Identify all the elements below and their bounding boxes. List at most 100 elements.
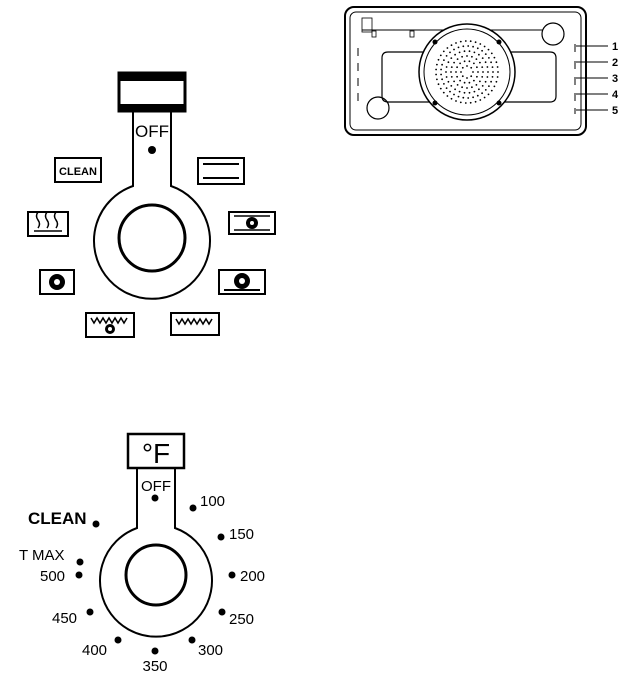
fan-hole	[481, 92, 483, 95]
fan-hole	[490, 52, 493, 55]
fan-hole	[450, 76, 453, 78]
fan-hole	[458, 90, 461, 93]
fan-hole	[491, 76, 494, 78]
function-off-dot	[148, 146, 156, 154]
fan-hole	[468, 81, 471, 84]
fan-hole	[443, 83, 445, 85]
fan-hole	[458, 51, 461, 54]
shelf-rails	[357, 44, 576, 114]
fan-hole	[464, 40, 467, 42]
fan-hole	[478, 88, 480, 91]
fan-hole	[459, 101, 462, 104]
oven-cavity-diagram: 1 2 3 4 5	[344, 6, 619, 136]
shelf-level-5: 5	[576, 105, 618, 117]
temperature-300: 300	[188, 636, 223, 659]
fan-hole	[481, 85, 484, 87]
fan-hole	[437, 83, 440, 86]
temperature-400-label: 400	[82, 642, 107, 659]
fan-hole	[469, 40, 472, 43]
fan-hole	[476, 47, 479, 50]
temperature-dial-outline	[99, 468, 213, 638]
fan-hole	[461, 86, 463, 89]
temperature-250: 250	[218, 608, 254, 628]
shelf-level-4-label: 4	[612, 89, 619, 101]
fan-hole	[471, 55, 473, 58]
fan-hole	[479, 43, 482, 45]
fan-hole	[483, 45, 486, 48]
fan-hole	[436, 63, 438, 66]
convection-element	[381, 51, 557, 103]
fan-hole	[461, 55, 463, 58]
function-off-label: OFF	[135, 122, 169, 141]
shelf-level-1-label: 1	[612, 41, 618, 53]
fan-hole	[493, 85, 496, 88]
fan-hole	[484, 53, 487, 55]
fan-hole	[461, 75, 464, 78]
fan-hole	[475, 58, 478, 60]
fan-hole	[450, 97, 453, 100]
fan-hole	[492, 71, 494, 73]
convection-roast-icon	[218, 269, 266, 295]
temperature-tmax-dot	[76, 558, 84, 566]
temperature-tmax-label: T MAX	[19, 547, 65, 564]
fan-perforation	[435, 40, 499, 104]
fan-hole	[470, 66, 473, 69]
fan-hole	[491, 66, 494, 68]
temperature-200-label: 200	[240, 568, 265, 585]
temperature-150-label: 150	[229, 526, 254, 543]
fan-hole	[487, 48, 490, 51]
fan-hole	[472, 45, 474, 48]
fan-hole	[445, 66, 448, 68]
fan-hole	[435, 68, 437, 71]
fan-hole	[476, 66, 478, 69]
fan-hole	[453, 93, 455, 96]
shelf-level-1: 1	[576, 41, 618, 53]
fan-hole	[441, 63, 443, 66]
fan-hole	[464, 102, 467, 104]
fan-hole	[483, 96, 486, 99]
clean-icon: CLEAN	[54, 157, 102, 183]
fan-hole	[463, 50, 466, 53]
fan-hole	[453, 61, 455, 64]
temperature-100: 100	[189, 493, 225, 512]
temperature-400: 400	[82, 636, 122, 659]
temperature-clean-label: CLEAN	[28, 509, 87, 528]
fan-hole	[450, 57, 453, 59]
fan-hole	[453, 80, 455, 83]
fan-hole	[466, 65, 468, 67]
fan-hole	[455, 42, 457, 44]
fan-hole	[479, 80, 481, 83]
temperature-knob[interactable]	[124, 543, 188, 607]
fan-hole	[473, 62, 475, 65]
fan-hole	[475, 84, 478, 86]
clean-icon-label: CLEAN	[59, 166, 97, 178]
fan-hole	[496, 66, 499, 68]
fan-hole	[460, 71, 462, 73]
fan-hole	[466, 55, 468, 57]
fan-hole	[467, 45, 470, 47]
fan-hole	[447, 80, 450, 83]
fan-hole	[456, 75, 458, 78]
shelf-level-5-label: 5	[612, 105, 618, 117]
fan-hole	[481, 57, 484, 59]
convection-broil-icon	[85, 312, 135, 338]
temperature-500-label: 500	[40, 568, 65, 585]
fan-hole	[445, 76, 448, 78]
fan-hole	[484, 61, 487, 64]
fan-hole	[472, 96, 474, 99]
fan-hole	[446, 47, 449, 49]
fan-hole	[450, 44, 453, 47]
fan-hole	[456, 66, 458, 69]
fan-hole	[495, 61, 498, 64]
fan-hole	[463, 60, 466, 63]
function-knob[interactable]	[117, 203, 187, 273]
fan-hole	[479, 99, 482, 101]
fan-hole	[455, 71, 457, 73]
conventional-bake-icon	[197, 157, 245, 185]
fan-hole	[440, 68, 442, 71]
oven-cavity-inner	[349, 11, 582, 131]
fan-hole	[449, 51, 451, 54]
fan-hole	[490, 89, 493, 92]
fan-hole	[463, 91, 466, 94]
temperature-450-label: 450	[52, 610, 77, 627]
